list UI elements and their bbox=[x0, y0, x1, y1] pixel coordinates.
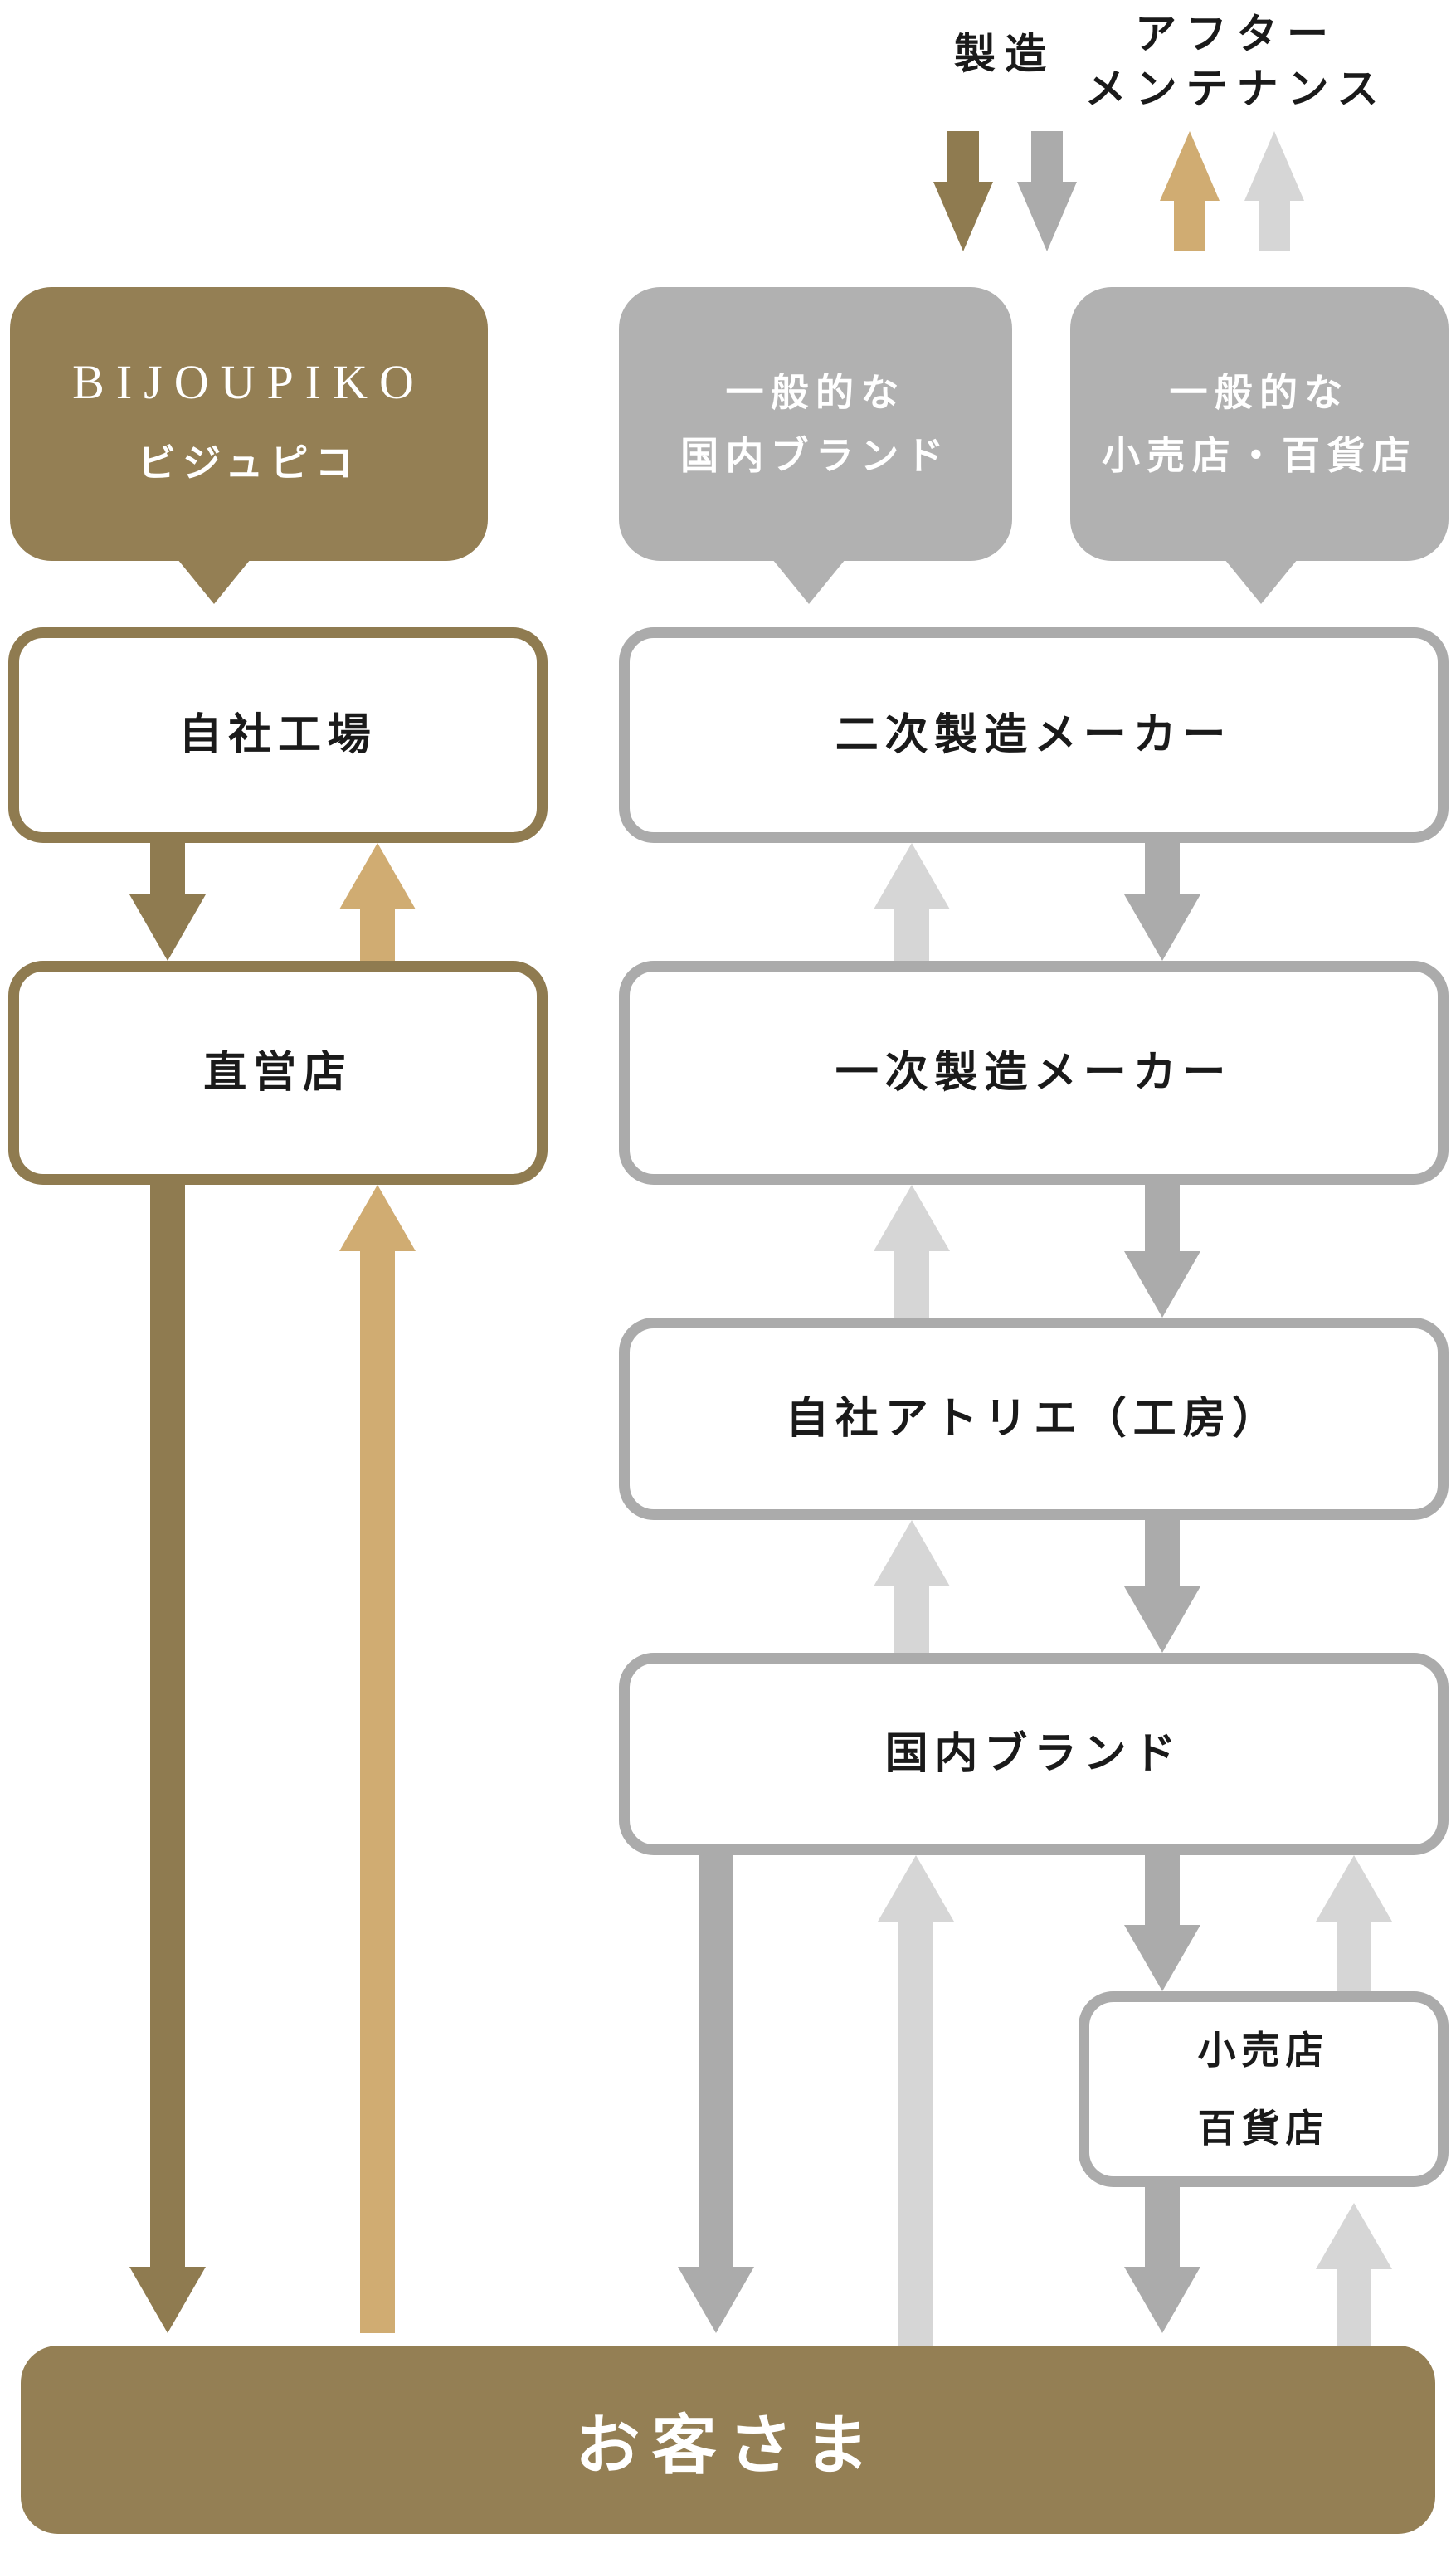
atelier-to-brand-arrow bbox=[1124, 1520, 1200, 1653]
customer-bar: お客さま bbox=[21, 2346, 1435, 2534]
bijoupiko-name: ビジュピコ bbox=[137, 441, 361, 485]
box-retail-department: 小売店 百貨店 bbox=[1079, 1991, 1449, 2187]
generic-retail-line1: 一般的な bbox=[1169, 371, 1350, 414]
factory-to-store-arrow bbox=[129, 843, 206, 961]
after-maintenance-line2: メンテナンス bbox=[1084, 66, 1388, 112]
retail-to-customer-arrow bbox=[1124, 2187, 1200, 2333]
generic-brand-line2: 国内ブランド bbox=[680, 434, 951, 477]
secondary-maker-label: 二次製造メーカー bbox=[835, 711, 1233, 759]
direct-store-label: 直営店 bbox=[203, 1049, 353, 1097]
store-to-factory-arrow bbox=[339, 843, 416, 961]
legend-manufacture-arrow-generic bbox=[1017, 131, 1077, 251]
primary-maker-label: 一次製造メーカー bbox=[835, 1049, 1233, 1097]
generic-brand-line1: 一般的な bbox=[725, 371, 906, 414]
box-domestic-brand: 国内ブランド bbox=[619, 1653, 1449, 1855]
box-direct-store: 直営店 bbox=[8, 961, 548, 1185]
own-factory-label: 自社工場 bbox=[178, 711, 377, 759]
primary-to-secondary-arrow bbox=[874, 843, 950, 961]
secondary-to-primary-arrow bbox=[1124, 843, 1200, 961]
atelier-to-primary-arrow bbox=[874, 1185, 950, 1318]
brand-to-customer-arrow bbox=[678, 1855, 754, 2333]
box-own-factory: 自社工場 bbox=[8, 627, 548, 843]
legend-manufacture-arrow-bijoupiko bbox=[933, 131, 993, 251]
own-atelier-label: 自社アトリエ（工房） bbox=[785, 1395, 1282, 1443]
legend-maintenance-arrow-generic bbox=[1244, 131, 1304, 251]
speech-bubble-bijoupiko: BIJOUPIKO ビジュピコ bbox=[10, 287, 488, 604]
customer-to-retail-arrow bbox=[1316, 2203, 1392, 2346]
bubble-tail bbox=[772, 559, 845, 604]
customer-to-store-arrow bbox=[339, 1185, 416, 2333]
retail-label-line1: 小売店 bbox=[1197, 2029, 1330, 2072]
speech-bubble-generic-retail: 一般的な 小売店・百貨店 bbox=[1070, 287, 1449, 604]
brand-to-atelier-arrow bbox=[874, 1520, 950, 1653]
domestic-brand-label: 国内ブランド bbox=[884, 1730, 1183, 1778]
after-maintenance-label: アフター メンテナンス bbox=[1085, 7, 1388, 116]
box-secondary-maker: 二次製造メーカー bbox=[619, 627, 1449, 843]
retail-label-line2: 百貨店 bbox=[1197, 2107, 1330, 2150]
box-own-atelier: 自社アトリエ（工房） bbox=[619, 1318, 1449, 1520]
bubble-tail bbox=[178, 559, 251, 604]
primary-to-atelier-arrow bbox=[1124, 1185, 1200, 1318]
manufacturing-label: 製造 bbox=[954, 31, 1055, 77]
speech-bubble-generic-brand: 一般的な 国内ブランド bbox=[619, 287, 1012, 604]
customer-label: お客さま bbox=[575, 2408, 881, 2482]
store-to-customer-arrow bbox=[129, 1185, 206, 2333]
customer-to-brand-arrow bbox=[878, 1855, 954, 2346]
after-maintenance-line1: アフター bbox=[1135, 11, 1337, 57]
retail-to-brand-arrow bbox=[1316, 1855, 1392, 1991]
generic-retail-line2: 小売店・百貨店 bbox=[1102, 434, 1417, 477]
box-primary-maker: 一次製造メーカー bbox=[619, 961, 1449, 1185]
bijoupiko-logo: BIJOUPIKO bbox=[72, 354, 426, 409]
legend-maintenance-arrow-bijoupiko bbox=[1160, 131, 1220, 251]
bubble-tail bbox=[1225, 559, 1298, 604]
brand-to-retail-arrow bbox=[1124, 1855, 1200, 1991]
